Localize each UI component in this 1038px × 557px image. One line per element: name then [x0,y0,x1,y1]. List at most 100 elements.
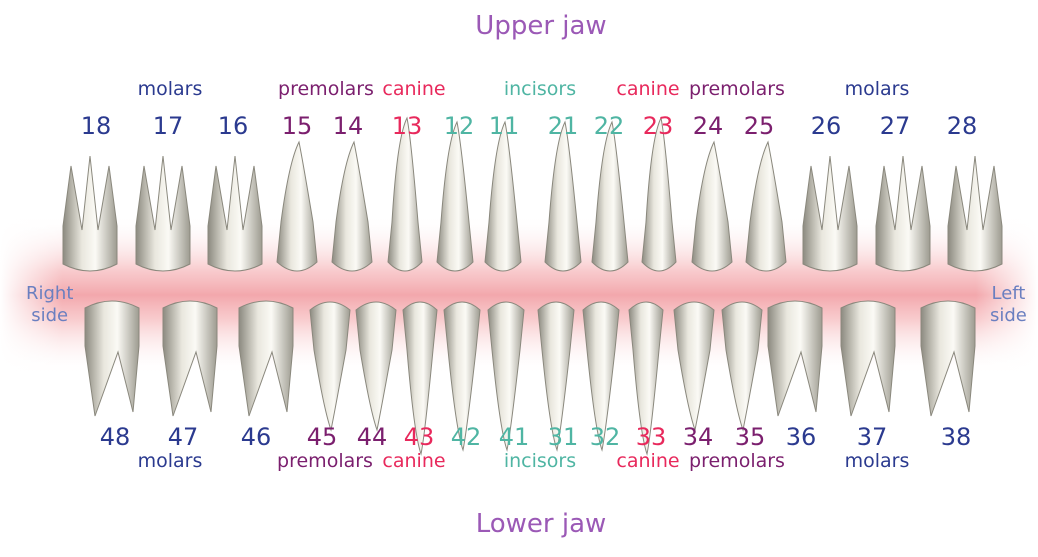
upper-tooth-number: 16 [217,112,249,140]
left-side-word-1: Left [991,283,1026,304]
upper-tooth-molars [62,155,118,272]
upper-jaw-title: Upper jaw [475,11,607,41]
lower-tooth-shape [238,300,294,417]
lower-tooth-number: 37 [856,423,888,451]
lower-tooth-shape [162,300,218,417]
lower-tooth-shape [767,300,823,417]
lower-tooth-incisors [537,301,575,452]
upper-tooth-shape [947,155,1003,272]
lower-group-label: molars [844,450,910,472]
upper-group-label: molars [844,78,910,100]
upper-tooth-number: 26 [810,112,842,140]
upper-tooth-number: 17 [152,112,184,140]
lower-tooth-number: 33 [635,423,667,451]
lower-tooth-incisors [443,301,481,452]
lower-tooth-canine [628,301,664,456]
lower-tooth-number: 41 [498,423,530,451]
upper-tooth-number: 12 [443,112,475,140]
lower-tooth-number: 34 [682,423,714,451]
lower-tooth-number: 48 [99,423,131,451]
lower-tooth-shape [840,300,896,417]
lower-tooth-shape [628,301,664,456]
upper-tooth-shape [484,120,522,272]
upper-tooth-incisors [484,120,522,272]
upper-tooth-premolars [691,140,733,272]
upper-group-label: premolars [278,78,374,100]
upper-tooth-number: 18 [80,112,112,140]
upper-tooth-number: 21 [547,112,579,140]
lower-tooth-molars [840,300,896,417]
upper-tooth-shape [875,155,931,272]
upper-tooth-shape [691,140,733,272]
lower-tooth-shape [309,301,351,432]
lower-tooth-premolars [673,301,715,432]
right-side-word-2: side [31,304,69,326]
lower-tooth-shape [673,301,715,432]
upper-tooth-molars [802,155,858,272]
left-side-label: Left side [990,283,1027,326]
right-side-label: Right side [26,283,73,326]
lower-tooth-molars [767,300,823,417]
lower-tooth-molars [84,300,140,417]
lower-tooth-number: 31 [547,423,579,451]
upper-tooth-incisors [436,120,474,272]
lower-group-label: premolars [689,450,785,472]
upper-tooth-molars [875,155,931,272]
upper-tooth-shape [331,140,373,272]
upper-tooth-molars [207,155,263,272]
upper-tooth-shape [207,155,263,272]
lower-tooth-premolars [309,301,351,432]
upper-tooth-number: 11 [488,112,520,140]
lower-tooth-shape [582,301,620,452]
lower-tooth-number: 43 [403,423,435,451]
upper-tooth-premolars [276,140,318,272]
upper-tooth-shape [641,116,677,272]
lower-tooth-shape [487,301,525,452]
upper-tooth-molars [947,155,1003,272]
upper-tooth-incisors [591,120,629,272]
upper-group-label: canine [382,78,446,100]
upper-group-label: molars [137,78,203,100]
upper-group-label: premolars [689,78,785,100]
lower-tooth-premolars [355,301,397,432]
lower-tooth-shape [920,300,976,417]
upper-tooth-shape [135,155,191,272]
upper-tooth-number: 23 [642,112,674,140]
lower-tooth-molars [162,300,218,417]
lower-tooth-shape [721,301,763,432]
upper-tooth-shape [745,140,787,272]
lower-tooth-molars [920,300,976,417]
upper-tooth-number: 27 [879,112,911,140]
upper-group-label: incisors [503,78,577,100]
upper-tooth-number: 15 [281,112,313,140]
upper-tooth-number: 28 [946,112,978,140]
lower-tooth-shape [537,301,575,452]
upper-tooth-shape [276,140,318,272]
upper-tooth-shape [62,155,118,272]
upper-tooth-premolars [331,140,373,272]
upper-tooth-shape [544,120,582,272]
upper-tooth-number: 14 [332,112,364,140]
upper-tooth-canine [641,116,677,272]
lower-group-label: canine [382,450,446,472]
upper-tooth-shape [436,120,474,272]
lower-tooth-incisors [582,301,620,452]
lower-tooth-number: 32 [589,423,621,451]
upper-tooth-canine [387,116,423,272]
lower-group-label: molars [137,450,203,472]
lower-group-label: premolars [277,450,373,472]
lower-tooth-number: 36 [785,423,817,451]
lower-tooth-number: 44 [356,423,388,451]
upper-tooth-shape [387,116,423,272]
lower-tooth-canine [402,301,438,456]
lower-tooth-number: 46 [240,423,272,451]
upper-tooth-shape [802,155,858,272]
lower-tooth-number: 42 [450,423,482,451]
lower-tooth-molars [238,300,294,417]
upper-tooth-number: 22 [593,112,625,140]
upper-tooth-number: 13 [391,112,423,140]
lower-jaw-title: Lower jaw [475,509,607,539]
upper-tooth-shape [591,120,629,272]
